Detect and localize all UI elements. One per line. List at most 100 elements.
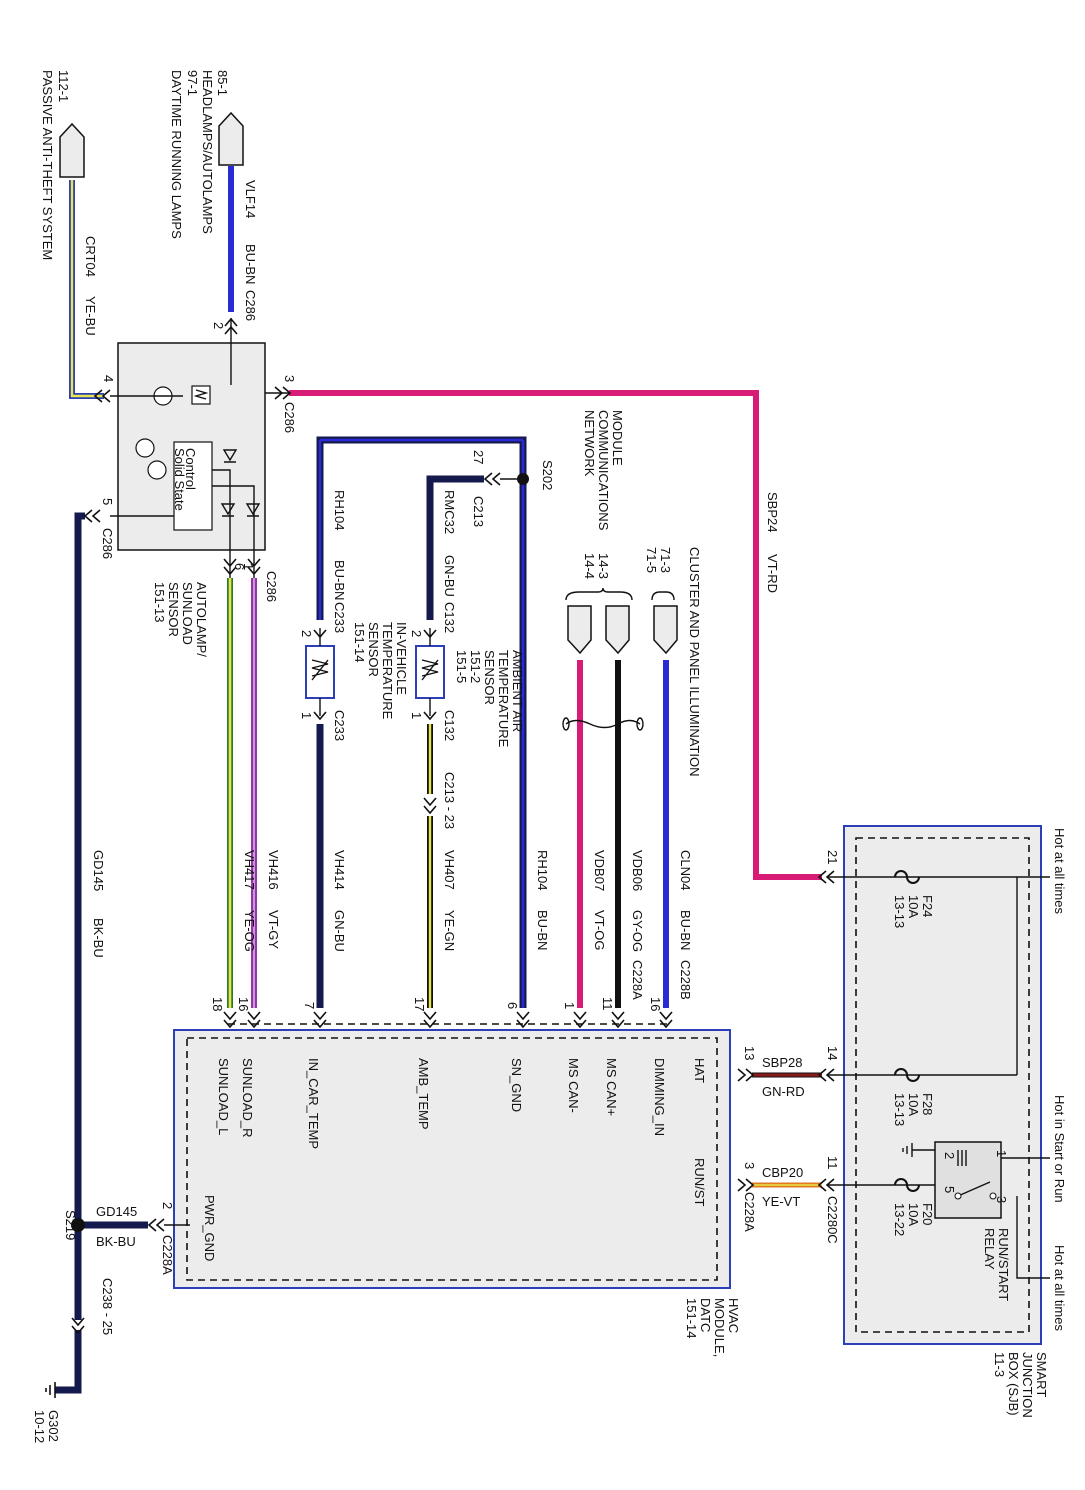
wire-gd145-ground <box>55 1330 82 1394</box>
invehicle-line2: TEMPERATURE <box>380 622 395 720</box>
sjb-title-2: JUNCTION <box>1020 1352 1035 1418</box>
vdb07-circuit: VDB07 <box>592 850 607 891</box>
sbp28-circuit: SBP28 <box>762 1055 802 1070</box>
pin-3-hvac: 3 <box>742 1162 757 1169</box>
hvac-pin-in-car-temp: IN_CAR_TEMP <box>306 1058 321 1149</box>
invehicle-line1: IN-VEHICLE <box>394 622 409 695</box>
hvac-pin-sn-gnd: SN_GND <box>509 1058 524 1112</box>
headlamps-arrow <box>218 111 244 166</box>
f28-page: 13-13 <box>892 1093 907 1126</box>
cln04-circuit: CLN04 <box>678 850 693 890</box>
pin-27: 27 <box>471 450 486 464</box>
sjb-inner-dashed <box>855 837 1030 1333</box>
splice-s219 <box>71 1218 85 1232</box>
fuse-f20-symbol <box>894 1178 920 1192</box>
control-solid-state-box <box>173 441 213 531</box>
hot-label-2: Hot in Start or Run <box>1052 1095 1067 1203</box>
ambient-line2: TEMPERATURE <box>496 650 511 748</box>
f28-rating: 10A <box>906 1093 921 1116</box>
cluster-page2: 71-5 <box>644 547 659 573</box>
pin-18: 18 <box>210 997 225 1011</box>
vdb06-color: GY-OG <box>630 910 645 952</box>
wire-crt04 <box>69 180 104 399</box>
s202-label: S202 <box>540 460 555 490</box>
hvac-module-box <box>173 1029 731 1289</box>
headlamps-name: HEADLAMPS/AUTOLAMPS <box>200 70 215 234</box>
autolamp-line2: SUNLOAD <box>180 582 195 645</box>
cluster-name: CLUSTER AND PANEL ILLUMINATION <box>687 547 702 776</box>
module-comm-3: NETWORK <box>582 410 597 477</box>
rmc32-color: GN-BU <box>442 555 457 597</box>
pin-2-top: 2 <box>211 322 226 329</box>
c228a-left: C228A <box>160 1235 175 1275</box>
vlf14-color: BU-BN <box>243 244 258 284</box>
pin-11-hvac: 11 <box>600 997 615 1011</box>
rmc32-circuit: RMC32 <box>442 490 457 534</box>
wire-rh104-loop <box>316 436 527 1008</box>
mscan-minus-arrow <box>567 605 592 655</box>
connector-chevrons <box>71 317 835 1335</box>
relay-name-2: RELAY <box>982 1228 997 1270</box>
sbp24-circuit: SBP24 <box>765 492 780 532</box>
cbp20-color: YE-VT <box>762 1194 800 1209</box>
invehicle-page: 151-14 <box>352 622 367 662</box>
c286-top: C286 <box>243 290 258 321</box>
sensor-internal-lines <box>110 343 289 578</box>
crt04-circuit: CRT04 <box>83 236 98 277</box>
relay-contact-5 <box>954 1192 962 1200</box>
pin-11-sjb: 11 <box>825 1156 840 1170</box>
c238-25-label: C238 - 25 <box>100 1278 115 1335</box>
sjb-title-3: BOX (SJB) <box>1006 1352 1021 1416</box>
module-comm-1: MODULE <box>610 410 625 466</box>
wire-sbp24 <box>289 390 822 880</box>
module-comm-page1: 14-3 <box>596 553 611 579</box>
rh104-bottom-color: BU-BN <box>535 910 550 950</box>
relay-ground-symbol <box>902 1143 913 1157</box>
c286-right: C286 <box>282 402 297 433</box>
vh417-color: YE-OG <box>242 910 257 952</box>
sjb-title-page: 11-3 <box>992 1352 1007 1377</box>
s219-label: S219 <box>63 1210 78 1240</box>
cln04-color: BU-BN <box>678 910 693 950</box>
hvac-pin-hat: HAT <box>692 1058 707 1083</box>
cluster-page1: 71-3 <box>658 547 673 573</box>
twisted-pair-end-left <box>562 717 570 731</box>
phototransistor-icon-1 <box>135 438 155 458</box>
ambient-line3: SENSOR <box>482 650 497 705</box>
pin-2-c132: 2 <box>409 630 424 637</box>
crt04-color: YE-BU <box>83 296 98 336</box>
vh417-circuit: VH417 <box>242 850 257 890</box>
diode-icon-3 <box>245 503 261 517</box>
drl-name: DAYTIME RUNNING LAMPS <box>169 70 184 239</box>
invehicle-sensor-box <box>305 645 335 699</box>
f20-name: F20 <box>920 1203 935 1225</box>
pin-1-sensor: 1 <box>241 563 256 570</box>
relay-pin-5: 5 <box>942 1186 957 1193</box>
relay-pin-2: 2 <box>942 1152 957 1159</box>
relay-switch <box>957 1181 991 1197</box>
pin-7: 7 <box>302 1002 317 1009</box>
gd145-short-circuit: GD145 <box>96 1204 137 1219</box>
vh416-color: VT-GY <box>266 910 281 949</box>
rotated-labels: 112-1 PASSIVE ANTI-THEFT SYSTEM 85-1 HEA… <box>32 70 1067 1443</box>
run-start-relay <box>934 1141 1002 1219</box>
f24-name: F24 <box>920 895 935 917</box>
headlamps-page: 85-1 <box>215 70 230 96</box>
comm-brace <box>565 587 633 601</box>
pin-5-sensor: 5 <box>100 498 115 505</box>
f24-page: 13-13 <box>892 895 907 928</box>
solid-state-label: Solid State <box>172 448 187 511</box>
control-label: Control <box>183 448 198 490</box>
pin-2-c233: 2 <box>299 630 314 637</box>
sjb-title-1: SMART <box>1034 1352 1049 1397</box>
vh414-circuit: VH414 <box>332 850 347 890</box>
sjb-box <box>843 825 1042 1345</box>
autolamp-line3: SENSOR <box>166 582 181 637</box>
hvac-pin-sunload-r: SUNLOAD_R <box>240 1058 255 1137</box>
fuse-f28-symbol <box>894 1068 920 1082</box>
c228a-right: C228A <box>742 1192 757 1232</box>
c233-bottom: C233 <box>332 710 347 741</box>
rh104-top-circuit: RH104 <box>332 490 347 530</box>
c286-bottom: C286 <box>264 571 279 602</box>
c228b-label: C228B <box>678 960 693 1000</box>
